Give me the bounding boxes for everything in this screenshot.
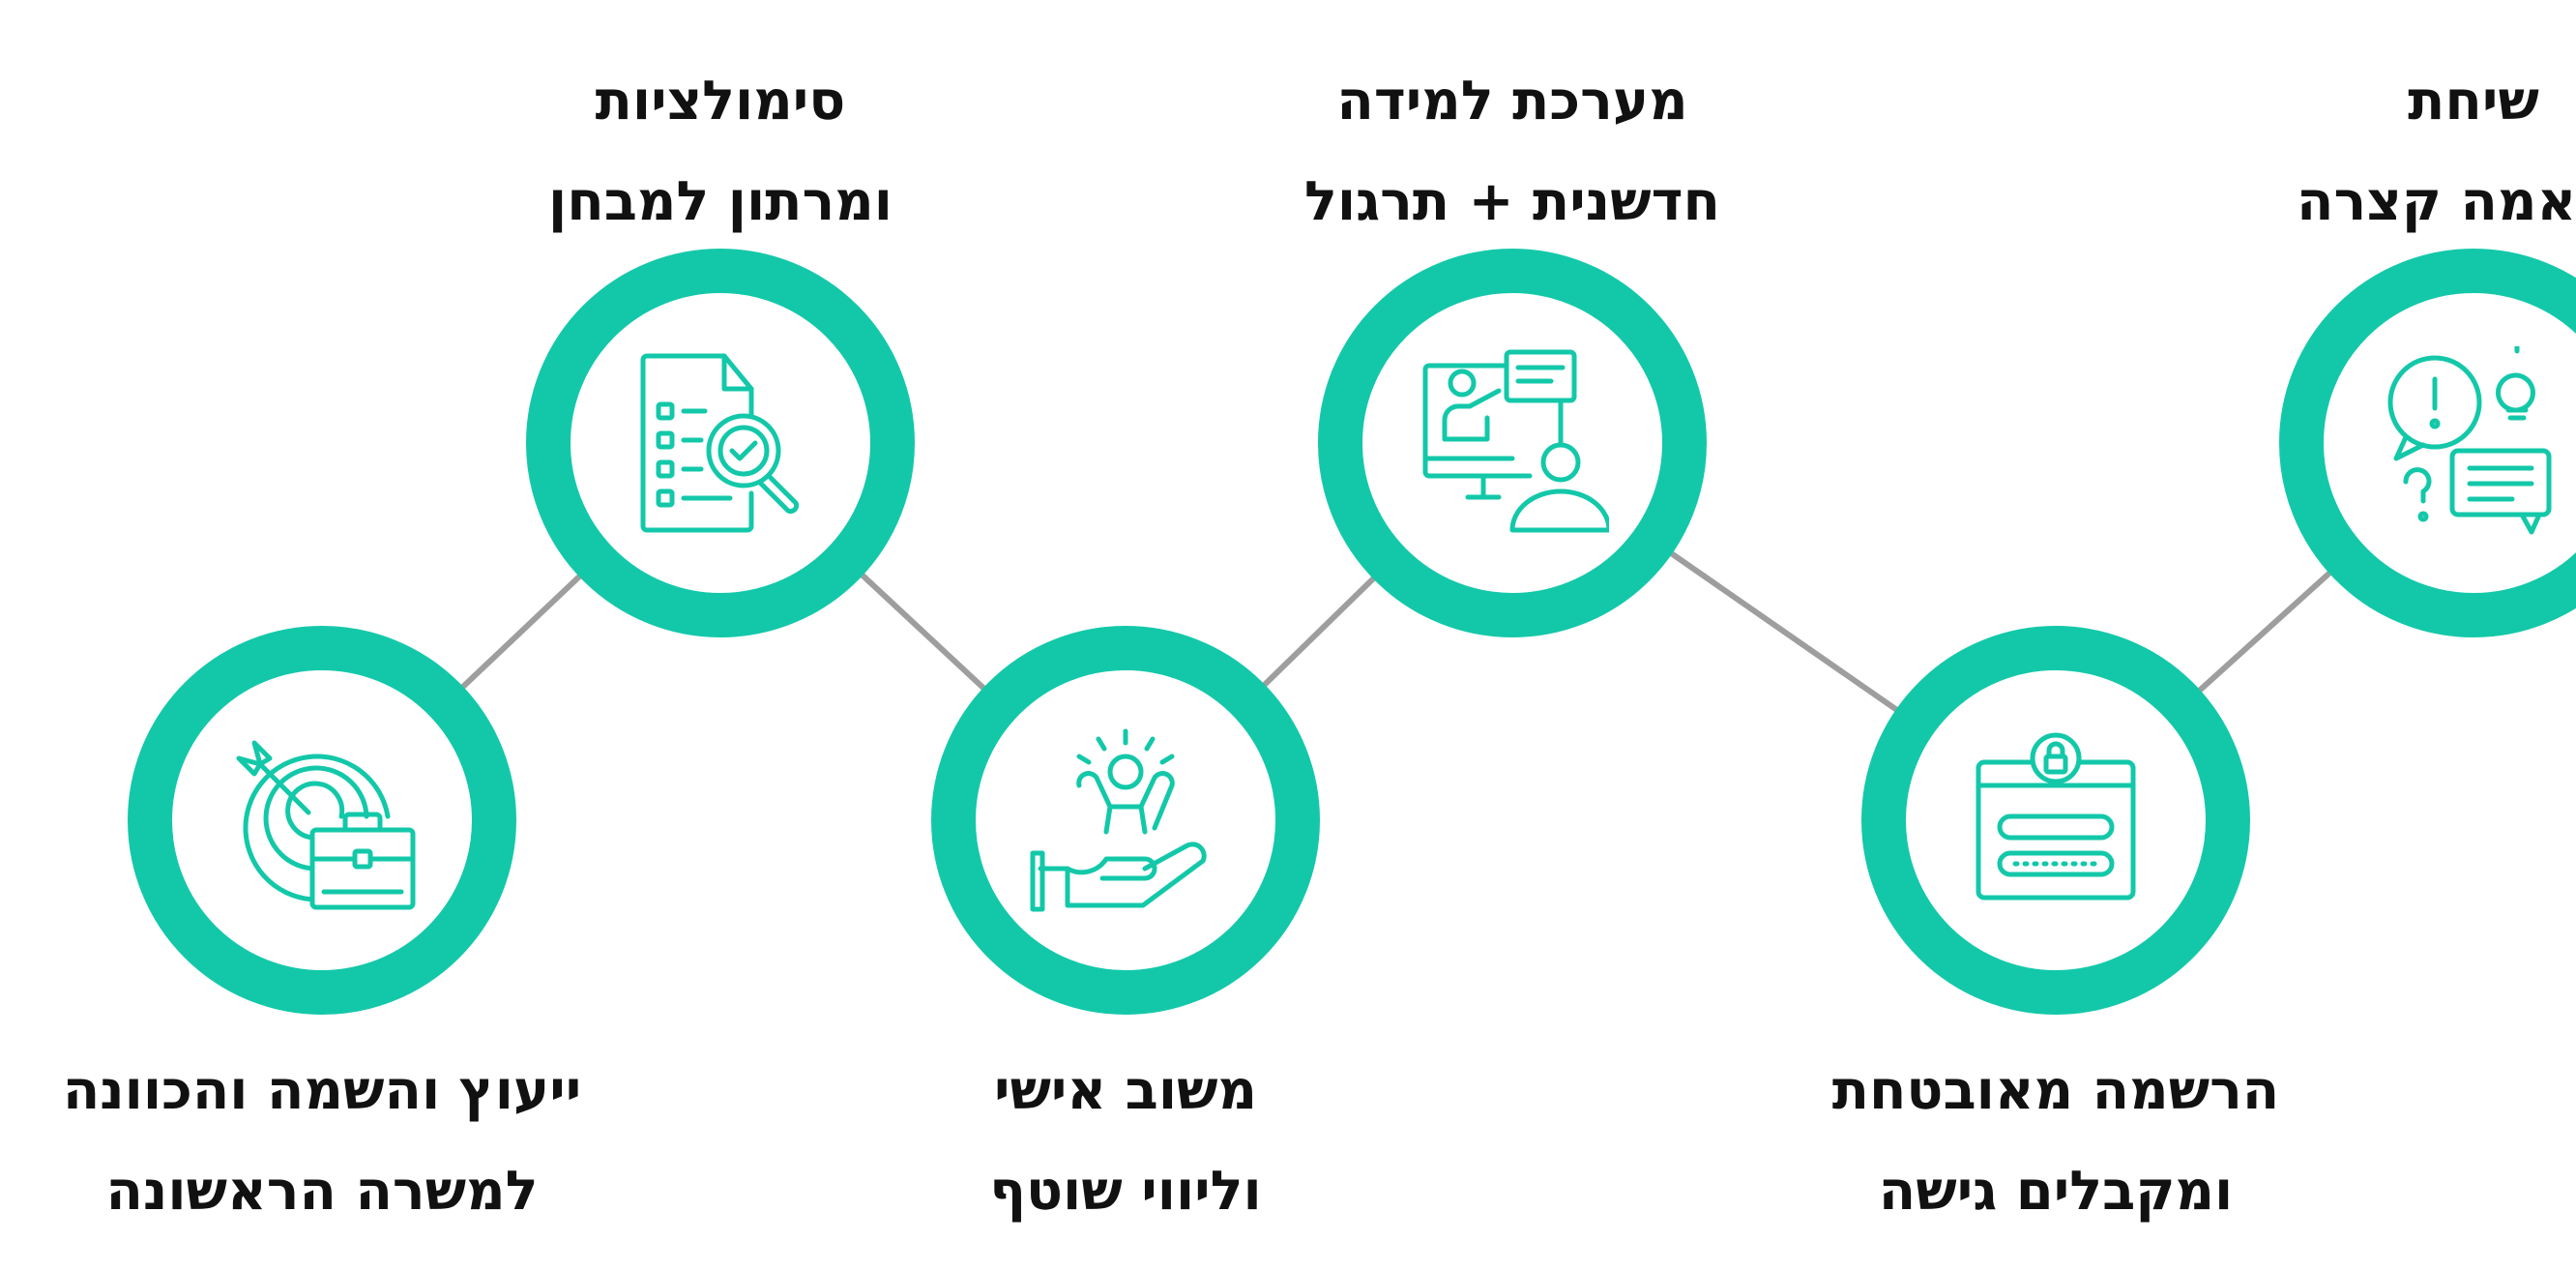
step-label-line: ומרתון למבחן	[548, 170, 893, 233]
exam-checklist-magnifier-icon	[640, 353, 800, 533]
step-label: הרשמה מאובטחת ומקבלים גישה	[1727, 1041, 2385, 1242]
step-label-line: משוב אישי	[993, 1059, 1258, 1122]
step-label-line: וליווי שוטף	[989, 1160, 1262, 1223]
step-label: מערכת למידה חדשנית + תרגול	[1184, 51, 1841, 252]
step-label: סימולציות ומרתון למבחן	[392, 51, 1049, 252]
step-label-line: הרשמה מאובטחת	[1831, 1059, 2280, 1122]
secure-login-lock-icon	[1976, 732, 2136, 901]
step-label-line: מערכת למידה	[1336, 70, 1688, 133]
step-label: שיחת התאמה קצרה	[2145, 51, 2576, 252]
step-label-line: ייעוץ והשמה והכוונה	[62, 1059, 582, 1122]
personal-feedback-hand-icon	[1030, 728, 1207, 912]
online-learning-presentation-icon	[1422, 349, 1609, 533]
career-target-briefcase-icon	[236, 740, 416, 910]
step-label-line: סימולציות	[595, 70, 846, 133]
step-label-line: למשרה הראשונה	[105, 1160, 539, 1223]
step-label-line: התאמה קצרה	[2297, 170, 2576, 233]
step-label-line: חדשנית + תרגול	[1304, 170, 1720, 233]
step-label-line: שיחת	[2408, 70, 2539, 133]
step-label-line: ומקבלים גישה	[1878, 1160, 2234, 1223]
chat-question-idea-icon	[2387, 346, 2552, 535]
step-label: ייעוץ והשמה והכוונה למשרה הראשונה	[0, 1041, 651, 1242]
step-label: משוב אישי וליווי שוטף	[797, 1041, 1454, 1242]
